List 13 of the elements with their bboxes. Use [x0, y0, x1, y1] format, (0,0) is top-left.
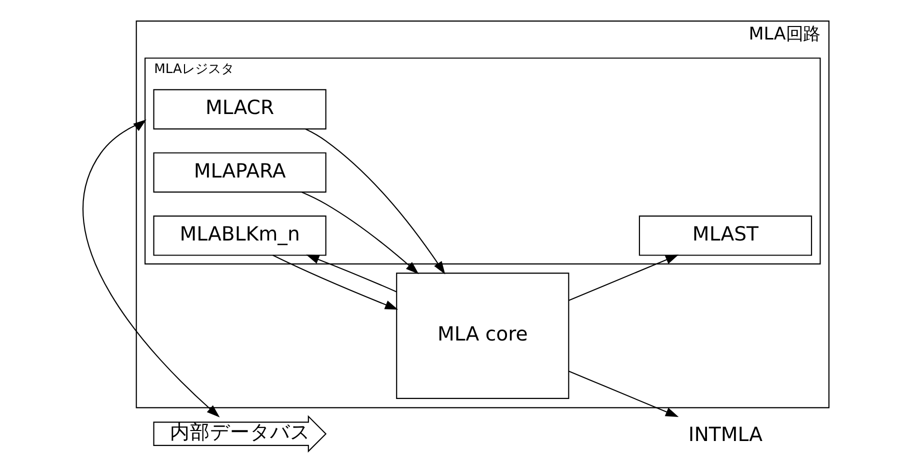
node-box: MLAPARA: [152, 152, 326, 193]
node-box: MLAST: [638, 215, 812, 256]
arrow: [272, 254, 398, 310]
arrow: [301, 192, 418, 274]
node-box: MLA core: [396, 272, 569, 399]
arrow: [568, 370, 678, 417]
node-text: INTMLA: [688, 422, 762, 446]
node-box: MLABLKm_n: [152, 215, 326, 256]
arrow: [568, 254, 678, 301]
arrow: [82, 119, 220, 418]
arrow: [304, 128, 445, 274]
arrow: [306, 254, 396, 292]
node-box: MLACR: [152, 89, 326, 130]
